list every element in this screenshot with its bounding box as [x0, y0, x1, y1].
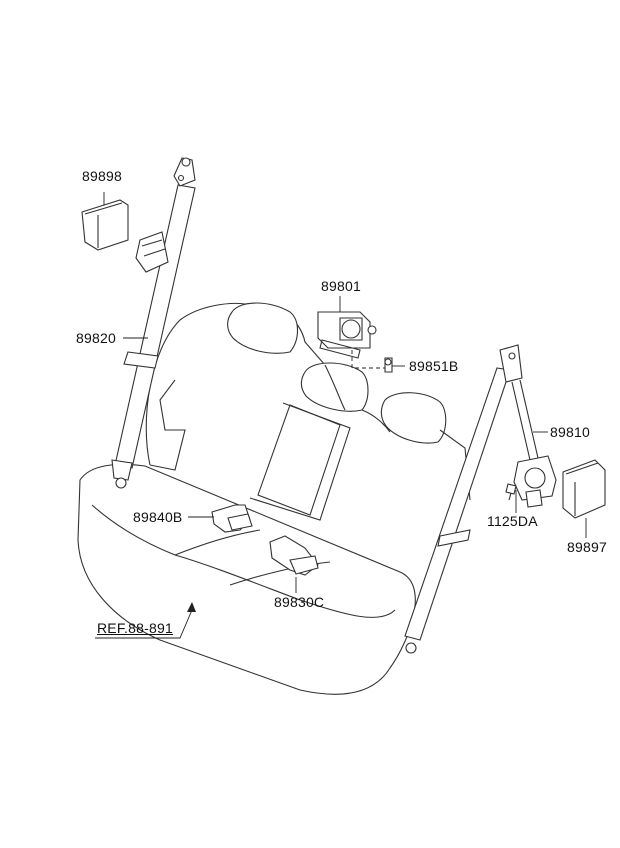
label-1125DA: 1125DA [487, 513, 538, 529]
seat-cushion [77, 463, 416, 695]
label-89840B: 89840B [133, 509, 183, 525]
cover-89898 [81, 199, 129, 251]
buckle-89840B [211, 504, 253, 533]
left-seat-belt [111, 157, 196, 489]
right-seat-belt [404, 344, 557, 654]
retractor-89801 [317, 311, 393, 373]
leader-lines [95, 192, 587, 639]
label-89830C: 89830C [274, 594, 325, 610]
label-89820: 89820 [76, 330, 116, 346]
seat-back [145, 302, 471, 521]
label-ref-88-891[interactable]: REF.88-891 [97, 620, 173, 636]
label-89810: 89810 [550, 424, 590, 440]
buckle-89830C [269, 535, 319, 576]
label-89897: 89897 [567, 539, 607, 555]
label-89851B: 89851B [409, 358, 459, 374]
label-89898: 89898 [82, 168, 122, 184]
cover-89897 [562, 459, 606, 519]
label-89801: 89801 [321, 278, 361, 294]
